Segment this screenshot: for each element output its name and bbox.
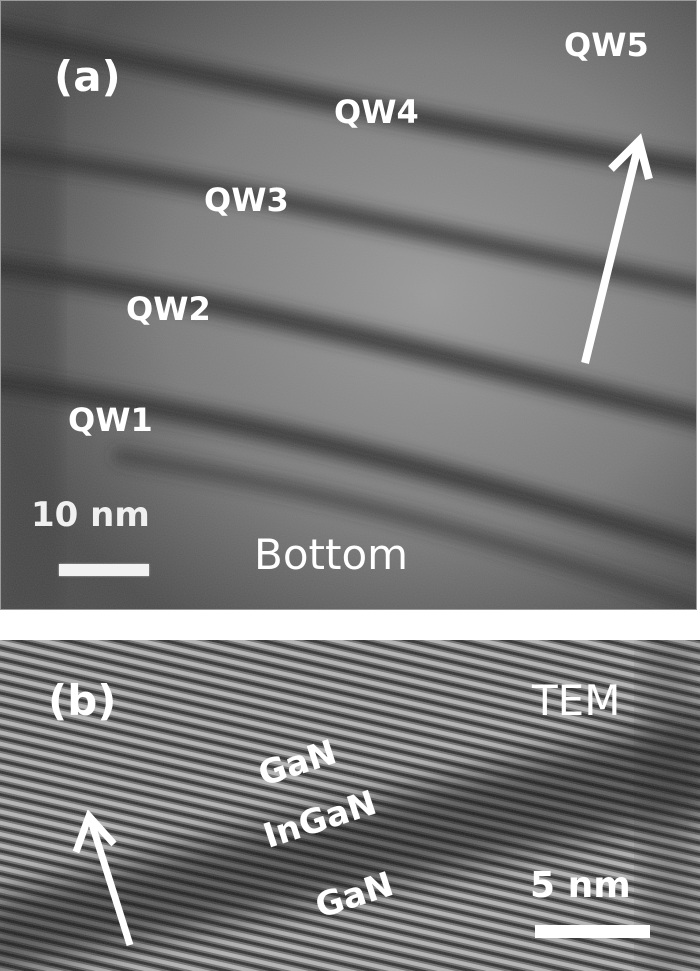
qw3-label: QW3 (204, 181, 289, 219)
growth-arrow-icon (581, 133, 653, 364)
panel-a-label: (a) (54, 52, 121, 101)
qw5-label: QW5 (564, 26, 649, 64)
scale-bar-b (535, 925, 650, 938)
panel-b-label: (b) (48, 676, 117, 725)
lattice-fringe-image (0, 640, 700, 971)
growth-arrow-icon (72, 810, 134, 947)
scale-bar-a (59, 564, 149, 576)
qw4-label: QW4 (334, 93, 419, 131)
panel-b-micrograph: (b) TEM GaN InGaN GaN 5 nm (0, 640, 700, 971)
tem-label: TEM (532, 676, 621, 725)
panel-a-micrograph: (a) QW5 QW4 QW3 QW2 QW1 10 nm Bottom (0, 0, 697, 610)
scale-bar-a-text: 10 nm (31, 495, 150, 535)
scale-bar-b-text: 5 nm (530, 865, 631, 906)
qw2-label: QW2 (126, 290, 211, 328)
qw1-label: QW1 (68, 401, 153, 439)
qw-band-image (1, 1, 696, 609)
bottom-label: Bottom (254, 530, 409, 579)
